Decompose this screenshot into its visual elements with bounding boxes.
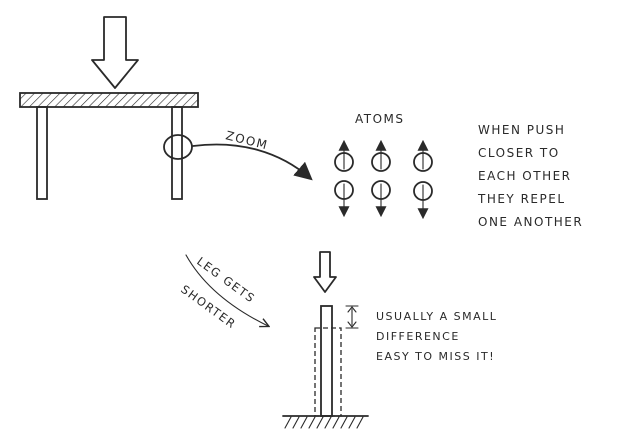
table	[19, 92, 199, 200]
atom-bottom-3	[413, 181, 433, 220]
atom-top-3	[413, 139, 433, 172]
difference-line: USUALLY A SMALL	[376, 310, 497, 323]
leg-original-outline	[314, 327, 342, 417]
repel-note: WHEN PUSH CLOSER TO EACH OTHER THEY REPE…	[477, 123, 583, 229]
force-arrow-large	[91, 16, 139, 89]
difference-line: DIFFERENCE	[376, 330, 460, 343]
note-line: WHEN PUSH	[478, 123, 565, 137]
atom-grid	[334, 139, 433, 220]
table-top	[19, 92, 199, 108]
force-arrow-small	[313, 251, 337, 293]
atom-bottom-1	[334, 180, 354, 218]
table-leg-left	[36, 106, 48, 200]
zoom-arrow	[192, 143, 313, 181]
leg-shorter-arrow	[185, 254, 268, 326]
zoom-circle	[163, 134, 193, 160]
leg-detail	[282, 305, 369, 429]
leg-compressed	[320, 305, 333, 417]
difference-line: EASY TO MISS IT!	[376, 350, 495, 363]
table-leg-right	[171, 106, 183, 200]
atom-top-2	[371, 139, 391, 172]
ground-hatch	[284, 416, 364, 429]
zoom-label: ZOOM	[224, 128, 270, 152]
note-line: CLOSER TO	[478, 146, 560, 160]
note-line: ONE ANOTHER	[478, 215, 583, 229]
difference-note: USUALLY A SMALL DIFFERENCE EASY TO MISS …	[376, 310, 497, 363]
atom-bottom-2	[371, 180, 391, 218]
difference-marker	[345, 305, 359, 329]
atoms-title: ATOMS	[355, 112, 405, 126]
atom-top-1	[334, 139, 354, 172]
note-line: EACH OTHER	[478, 169, 572, 183]
note-line: THEY REPEL	[477, 192, 566, 206]
